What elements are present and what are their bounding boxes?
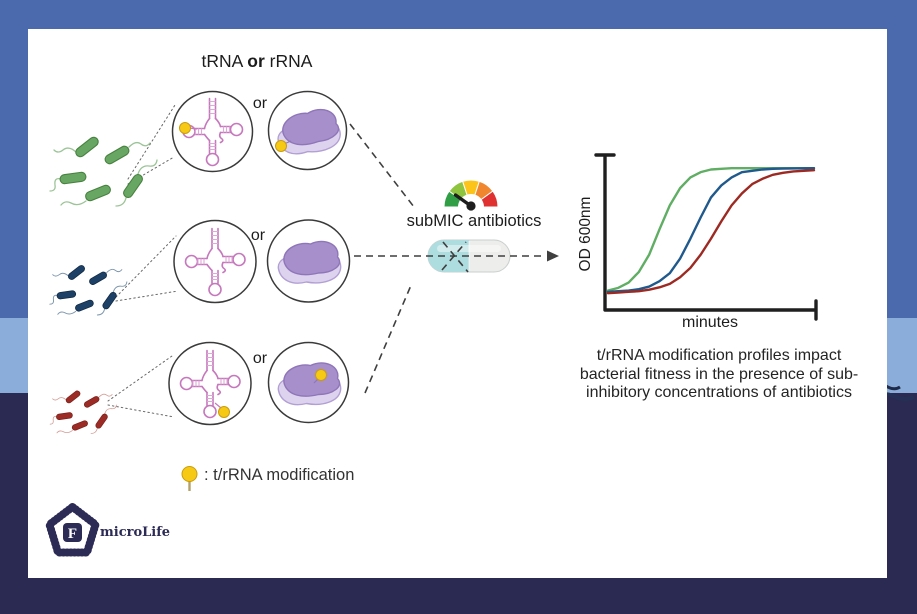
legend-label: : t/rRNA modification — [204, 466, 355, 484]
growth-curves — [606, 166, 816, 295]
arrowhead-icon — [547, 250, 559, 262]
chart-axes — [594, 153, 818, 321]
bacteria-red-icon — [49, 389, 117, 434]
submic-label: subMIC antibiotics — [406, 212, 542, 230]
figure-scene: F — [44, 90, 818, 557]
bacteria-blue-icon — [49, 263, 128, 316]
figure-canvas: F tRNA or rRNA or or or subMIC antibioti… — [28, 29, 887, 578]
modification-dot-icon — [275, 140, 292, 152]
figure-title: tRNA or rRNA — [201, 51, 313, 71]
ribosome-circle-blue — [266, 219, 351, 303]
ribosome-circle-red — [267, 341, 350, 424]
modification-dot-icon — [214, 402, 230, 418]
flow-dashed-lines — [349, 123, 559, 394]
microlife-logo-icon: F — [44, 501, 101, 557]
gauge-icon — [443, 179, 499, 211]
caption-line: inhibitory concentrations of antibiotics — [586, 384, 852, 401]
or-label-row2: or — [250, 227, 266, 244]
ribosome-circle-green — [267, 90, 348, 171]
or-label-row1: or — [252, 95, 268, 112]
caption-line: bacterial fitness in the presence of sub… — [579, 365, 859, 383]
x-axis-label: minutes — [681, 314, 739, 331]
bacteria-green-icon — [49, 134, 158, 207]
growth-curve — [606, 166, 816, 292]
figure-caption: t/rRNA modification profiles impact bact… — [566, 347, 872, 403]
trna-circle-red — [168, 341, 252, 426]
logo-letter: F — [68, 526, 77, 542]
legend-pin-icon — [181, 466, 198, 491]
modification-dot-icon — [179, 122, 198, 134]
modification-dot-icon — [313, 369, 327, 384]
or-label-row3: or — [252, 350, 268, 367]
growth-curve — [606, 166, 816, 294]
trna-circle-green — [171, 90, 254, 173]
trna-circle-blue — [173, 219, 257, 304]
caption-line: t/rRNA modification profiles impact — [596, 347, 842, 364]
growth-curve — [606, 168, 816, 295]
logo-wordmark: microLife — [100, 525, 171, 540]
growth-chart — [594, 153, 818, 321]
y-axis-label: OD 600nm — [577, 196, 594, 272]
